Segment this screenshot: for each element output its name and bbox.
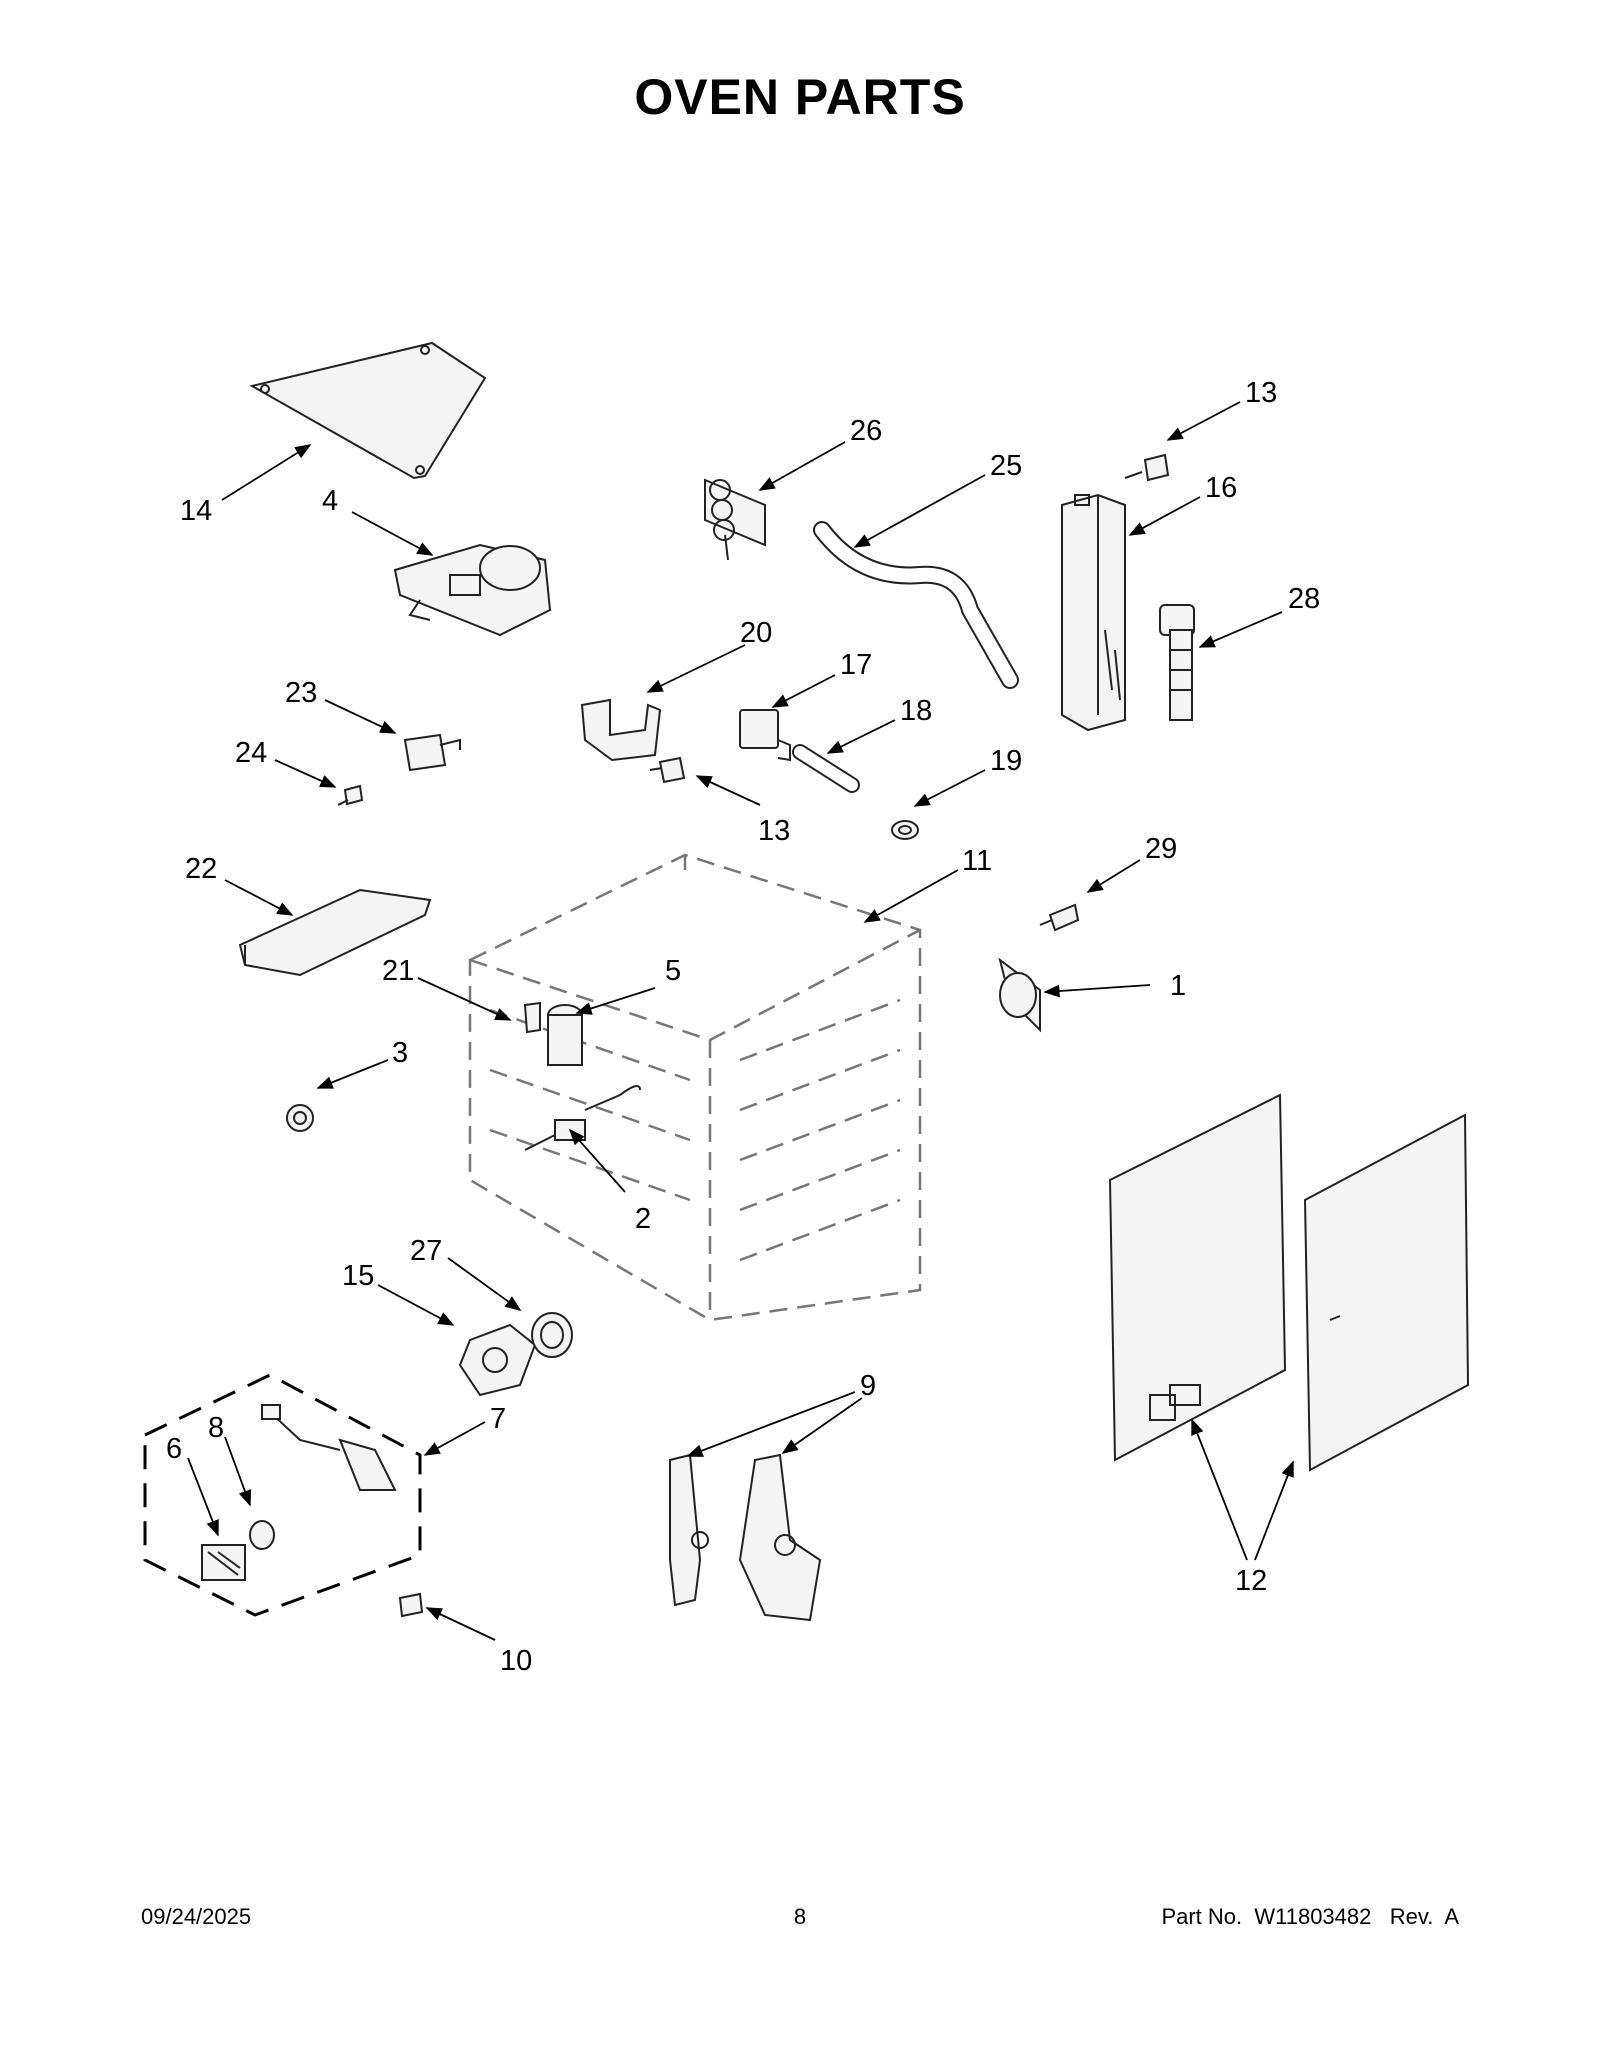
callout-2: 2 <box>635 1203 651 1235</box>
callout-28: 28 <box>1288 583 1320 615</box>
footer-page-number: 8 <box>793 1904 807 1929</box>
callout-14: 14 <box>180 495 212 527</box>
part-4-module <box>393 543 552 637</box>
callout-4: 4 <box>322 485 338 517</box>
callout-20: 20 <box>740 617 772 649</box>
part-14-bracket-plate <box>249 341 487 480</box>
callout-5: 5 <box>665 955 681 987</box>
part-23-valve <box>403 733 461 772</box>
callout-18: 18 <box>900 695 932 727</box>
callout-9: 9 <box>860 1370 876 1402</box>
part-9-hinges <box>669 1453 822 1622</box>
part-12-panel-rear <box>1303 1113 1470 1472</box>
callout-6: 6 <box>166 1433 182 1465</box>
page-title: OVEN PARTS <box>634 69 966 125</box>
footer-date: 09/24/2025 <box>141 1904 252 1929</box>
callout-26: 26 <box>850 415 882 447</box>
part-26-clip <box>704 478 766 561</box>
callout-24: 24 <box>235 737 267 769</box>
part-25-tube <box>813 521 1019 689</box>
callout-8: 8 <box>208 1412 224 1444</box>
part-13-screw-top <box>1124 453 1170 482</box>
callout-25: 25 <box>990 450 1022 482</box>
part-6-lens <box>201 1544 246 1581</box>
part-1-gasket <box>998 957 1041 1033</box>
callout-13-top: 13 <box>1245 377 1277 409</box>
part-19-clamp <box>891 820 919 840</box>
callout-7: 7 <box>490 1403 506 1435</box>
part-18-tube <box>792 744 860 793</box>
callout-22: 22 <box>185 853 217 885</box>
part-20-bracket <box>580 698 662 762</box>
callout-12: 12 <box>1235 1565 1267 1597</box>
callout-29: 29 <box>1145 833 1177 865</box>
callout-15: 15 <box>342 1260 374 1292</box>
part-24-fitting <box>337 784 364 806</box>
part-13-screw-mid <box>649 756 686 784</box>
part-8-bulb <box>249 1520 275 1550</box>
part-10-screw <box>398 1592 424 1618</box>
part-29-screw <box>1039 903 1080 932</box>
part-3-knob <box>286 1104 314 1132</box>
part-2-element <box>524 1085 641 1151</box>
callout-21: 21 <box>382 955 414 987</box>
part-16-control-housing <box>1061 493 1126 732</box>
part-7-light-assembly-box <box>143 1373 422 1617</box>
callout-numbers: 14 4 26 25 13 16 28 20 17 18 19 13 23 24… <box>166 377 1320 1677</box>
part-21-screw <box>523 1001 541 1034</box>
part-17-valve <box>739 709 791 762</box>
part-7-socket <box>261 1404 397 1491</box>
leader-lines <box>187 401 1294 1641</box>
callout-19: 19 <box>990 745 1022 777</box>
callout-17: 17 <box>840 649 872 681</box>
callout-11: 11 <box>962 845 992 877</box>
callout-10: 10 <box>500 1645 532 1677</box>
callout-27: 27 <box>410 1235 442 1267</box>
part-15-light-housing <box>458 1323 537 1397</box>
part-28-sensor <box>1159 604 1195 721</box>
callout-23: 23 <box>285 677 317 709</box>
callout-16: 16 <box>1205 472 1237 504</box>
part-12-panel-front <box>1108 1093 1287 1462</box>
part-27-lens-ring <box>531 1312 573 1358</box>
callout-3: 3 <box>392 1037 408 1069</box>
part-5-fitting <box>547 1004 583 1066</box>
callout-1: 1 <box>1170 970 1186 1002</box>
footer-part-number: Part No. W11803482 Rev. A <box>1161 1904 1459 1929</box>
part-11-oven-cavity <box>468 853 922 1322</box>
part-22-rail <box>238 888 432 977</box>
callout-13-mid: 13 <box>758 815 790 847</box>
